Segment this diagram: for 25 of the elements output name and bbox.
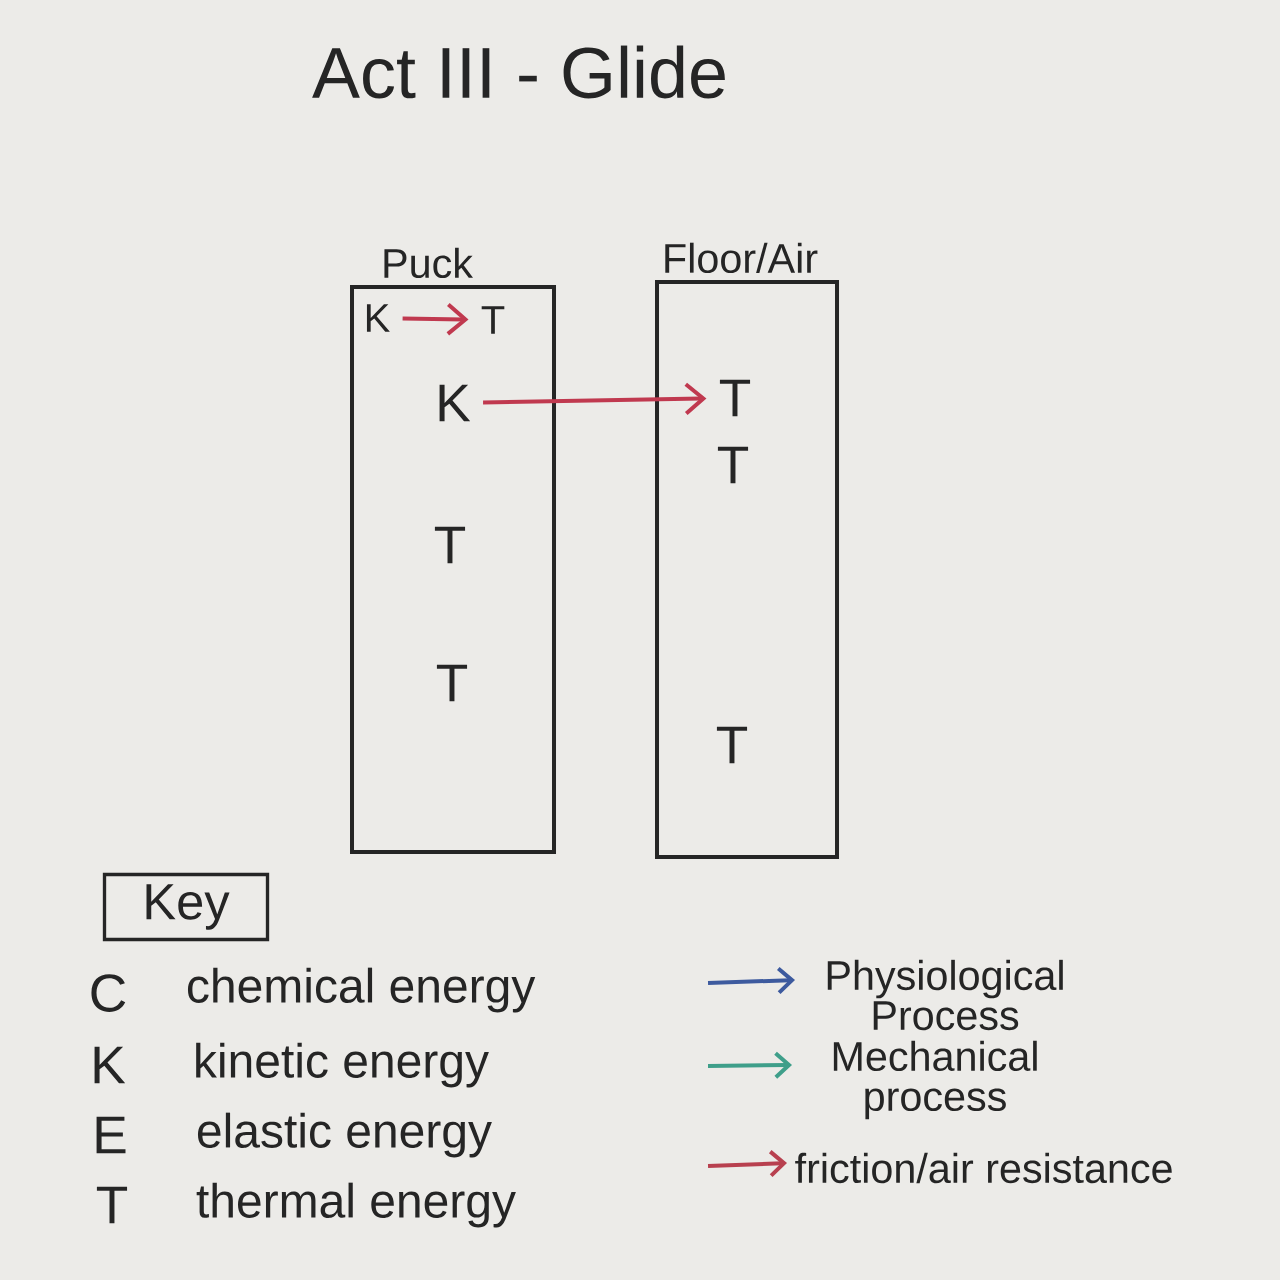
key-letter: E xyxy=(96,1116,126,1154)
key-description: elastic energy xyxy=(197,1112,492,1158)
energy-letter: T xyxy=(436,664,468,702)
key-letter: C xyxy=(91,974,126,1012)
energy-letter: K xyxy=(366,304,390,332)
energy-letter: T xyxy=(719,379,751,417)
column-heading: Puck xyxy=(384,247,473,279)
energy-letter: T xyxy=(481,306,505,334)
key-description: kinetic energy xyxy=(196,1042,489,1088)
legend-text: friction/air resistance xyxy=(795,1152,1172,1184)
key-box: Key xyxy=(102,872,270,942)
column-heading: Floor/Air xyxy=(665,242,818,274)
energy-letter: K xyxy=(439,384,471,422)
arrow xyxy=(402,303,469,336)
key-letter: K xyxy=(94,1046,126,1084)
energy-letter: T xyxy=(717,446,749,484)
legend-text: Physiological Process xyxy=(827,959,1063,1031)
energy-letter: T xyxy=(434,526,466,564)
key-description: thermal energy xyxy=(196,1182,516,1228)
legend-text: Mechanical process xyxy=(833,1040,1037,1120)
energy-letter: T xyxy=(716,726,748,764)
arrow xyxy=(483,382,707,416)
key-description: chemical energy xyxy=(187,967,536,1013)
key-letter: T xyxy=(96,1186,128,1224)
title: Act III - Glide xyxy=(312,45,725,99)
